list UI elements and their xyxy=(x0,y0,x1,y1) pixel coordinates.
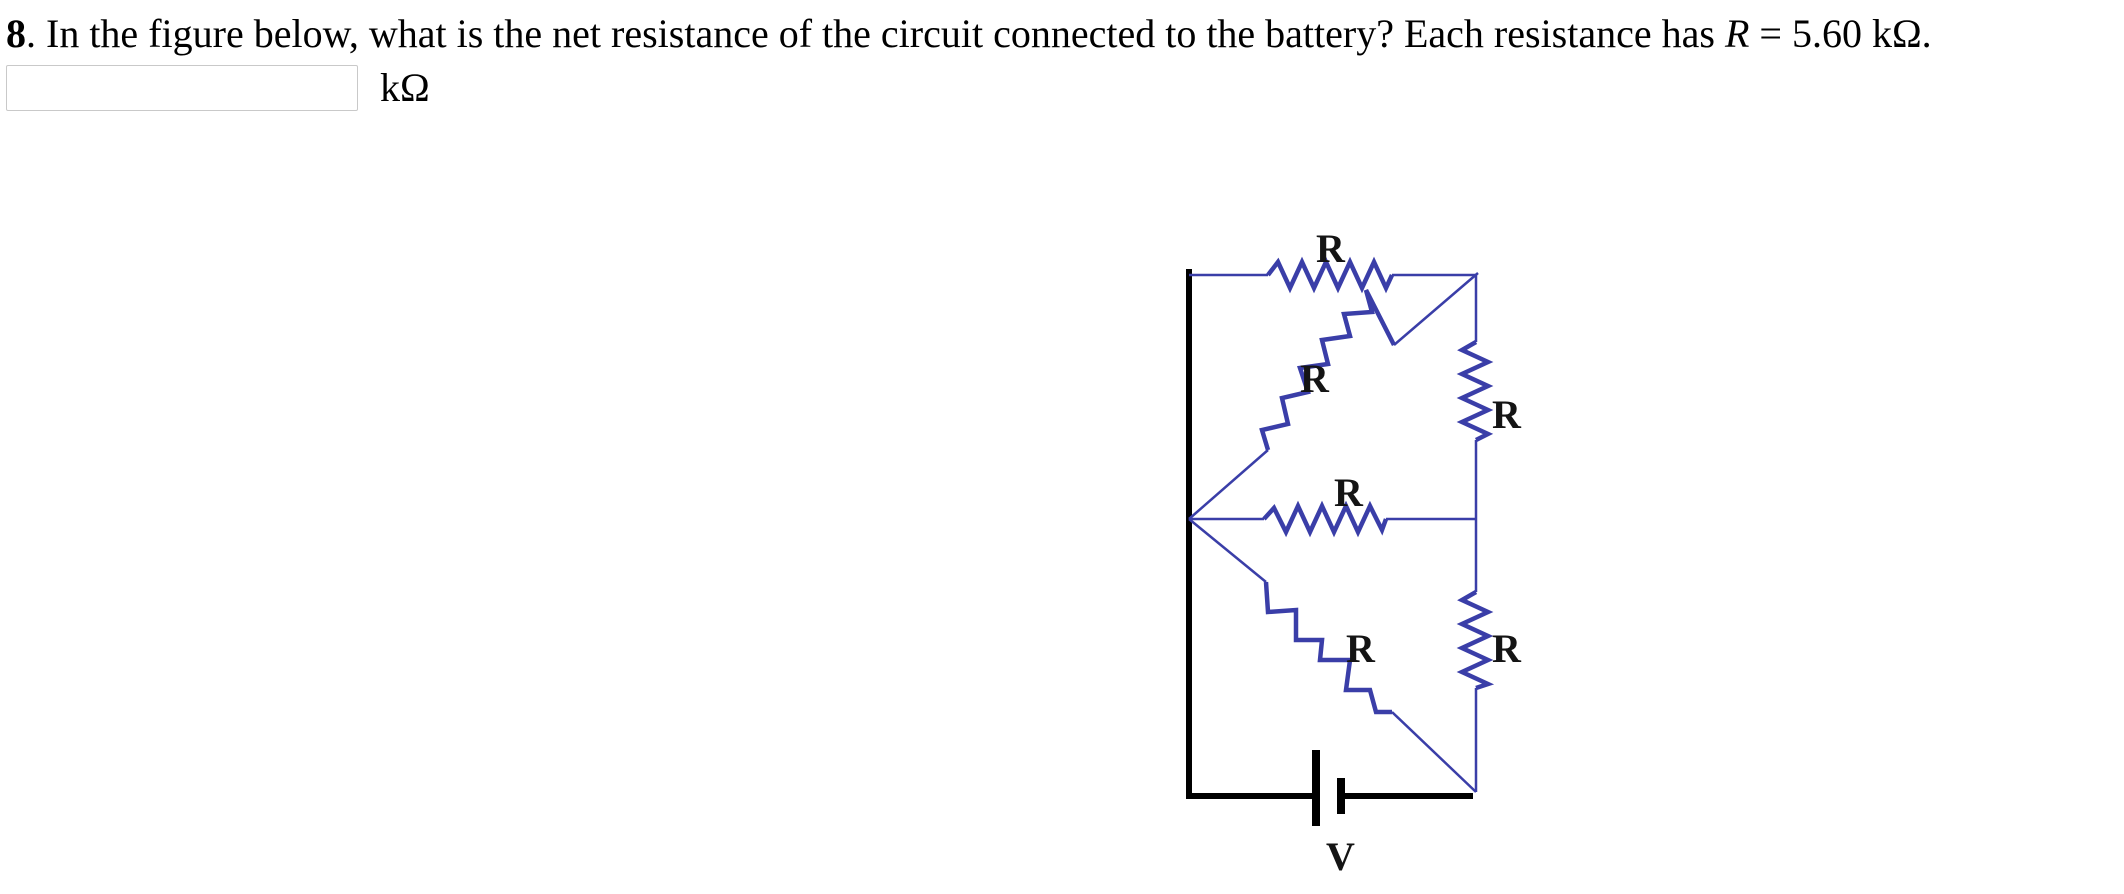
answer-row: kΩ xyxy=(6,62,430,114)
question-prompt: 8. In the figure below, what is the net … xyxy=(6,6,1932,62)
resistor-middle xyxy=(1262,500,1389,538)
question-text-before: . In the figure below, what is the net r… xyxy=(26,11,1725,56)
resistor-labels: R R R R R R V xyxy=(1300,226,1522,879)
diagonal-lower-right xyxy=(1391,711,1477,793)
label-r-lower-diagonal: R xyxy=(1346,626,1376,671)
diagonal-upper-left xyxy=(1188,449,1269,520)
resistor-lower-diagonal xyxy=(1263,581,1392,715)
blue-wires xyxy=(1188,272,1479,793)
battery-symbol xyxy=(1312,750,1345,826)
resistor-right-lower xyxy=(1456,590,1495,691)
resistor-upper-diagonal xyxy=(1259,288,1397,451)
question-number: 8 xyxy=(6,11,26,56)
label-r-top: R xyxy=(1316,226,1346,271)
label-battery-v: V xyxy=(1326,834,1355,879)
label-r-upper-diagonal: R xyxy=(1300,356,1330,401)
answer-unit: kΩ xyxy=(380,65,430,110)
question-text-after: = 5.60 kΩ. xyxy=(1749,11,1932,56)
resistors xyxy=(1259,256,1495,715)
diagonal-upper-right xyxy=(1393,272,1479,346)
label-r-right-upper: R xyxy=(1492,392,1522,437)
diagonal-lower-left xyxy=(1188,518,1267,583)
answer-input[interactable] xyxy=(6,65,358,111)
label-r-middle: R xyxy=(1334,470,1364,515)
label-r-right-lower: R xyxy=(1492,626,1522,671)
resistor-right-upper xyxy=(1456,340,1494,443)
resistance-variable: R xyxy=(1724,11,1750,56)
resistor-top xyxy=(1266,256,1395,294)
battery-loop xyxy=(1186,269,1473,799)
